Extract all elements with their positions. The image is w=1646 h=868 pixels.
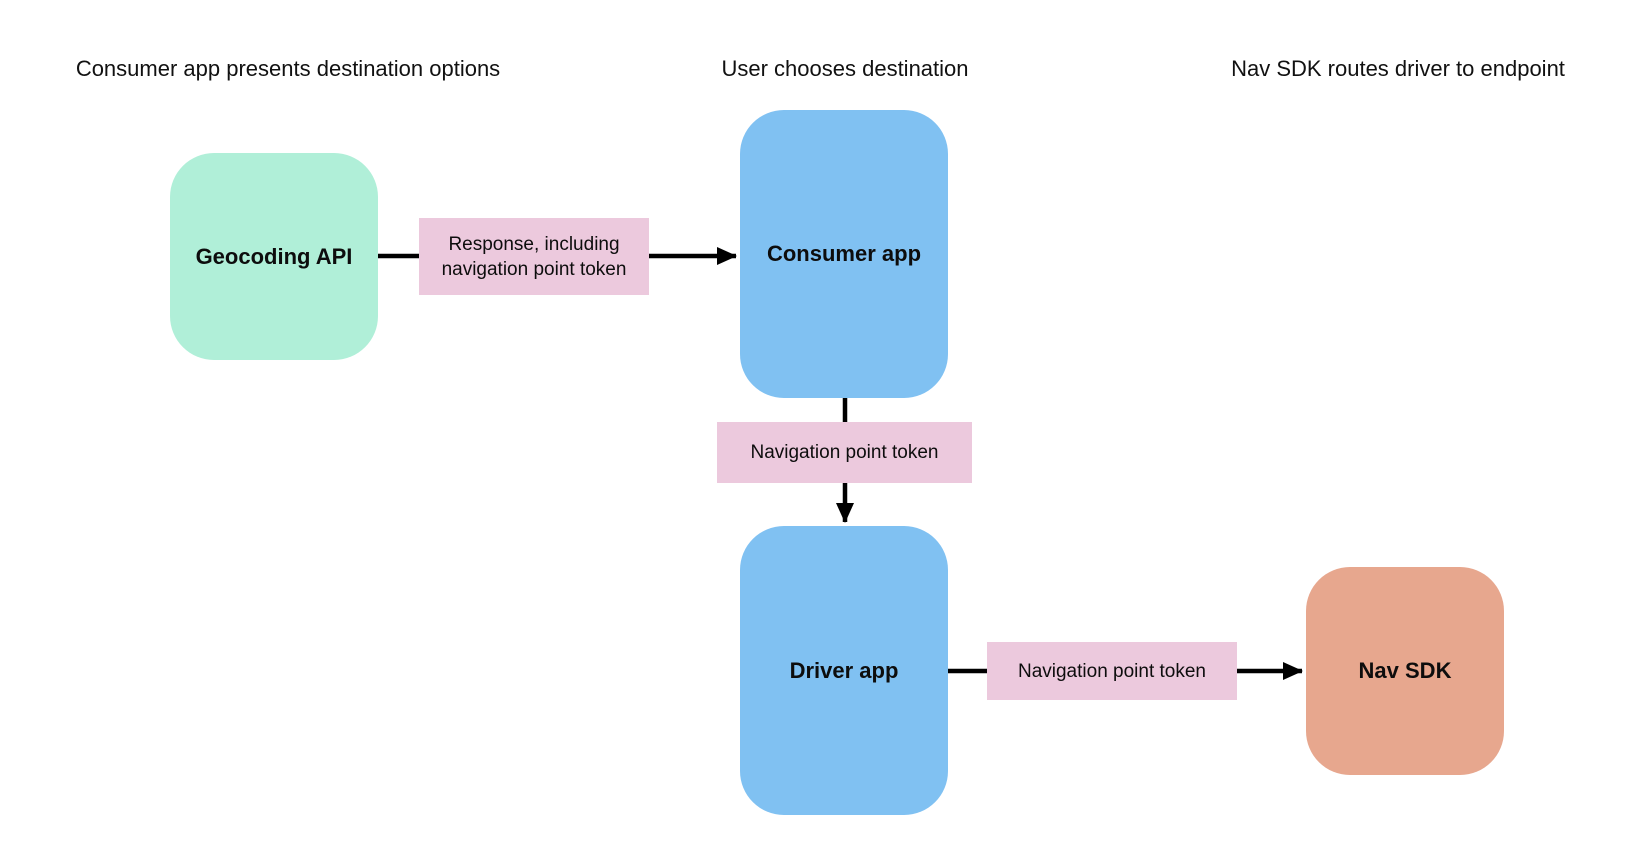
edge-label-response-including-token: Response, including navigation point tok… [419, 218, 649, 295]
node-consumer-app: Consumer app [740, 110, 948, 398]
node-nav-sdk: Nav SDK [1306, 567, 1504, 775]
node-geocoding-api-label: Geocoding API [195, 243, 353, 269]
node-geocoding-api: Geocoding API [170, 153, 378, 360]
node-driver-app-label: Driver app [789, 657, 899, 683]
stage-header-consumer-presents: Consumer app presents destination option… [75, 56, 501, 81]
edge-label-navigation-point-token-vertical: Navigation point token [717, 422, 972, 483]
node-nav-sdk-label: Nav SDK [1358, 658, 1452, 683]
stage-header-navsdk-routes: Nav SDK routes driver to endpoint [1231, 56, 1565, 81]
edge-label-navigation-point-token-horizontal: Navigation point token [987, 642, 1237, 700]
node-driver-app: Driver app [740, 526, 948, 815]
node-consumer-app-label: Consumer app [766, 241, 922, 266]
stage-header-user-chooses: User chooses destination [721, 56, 969, 81]
